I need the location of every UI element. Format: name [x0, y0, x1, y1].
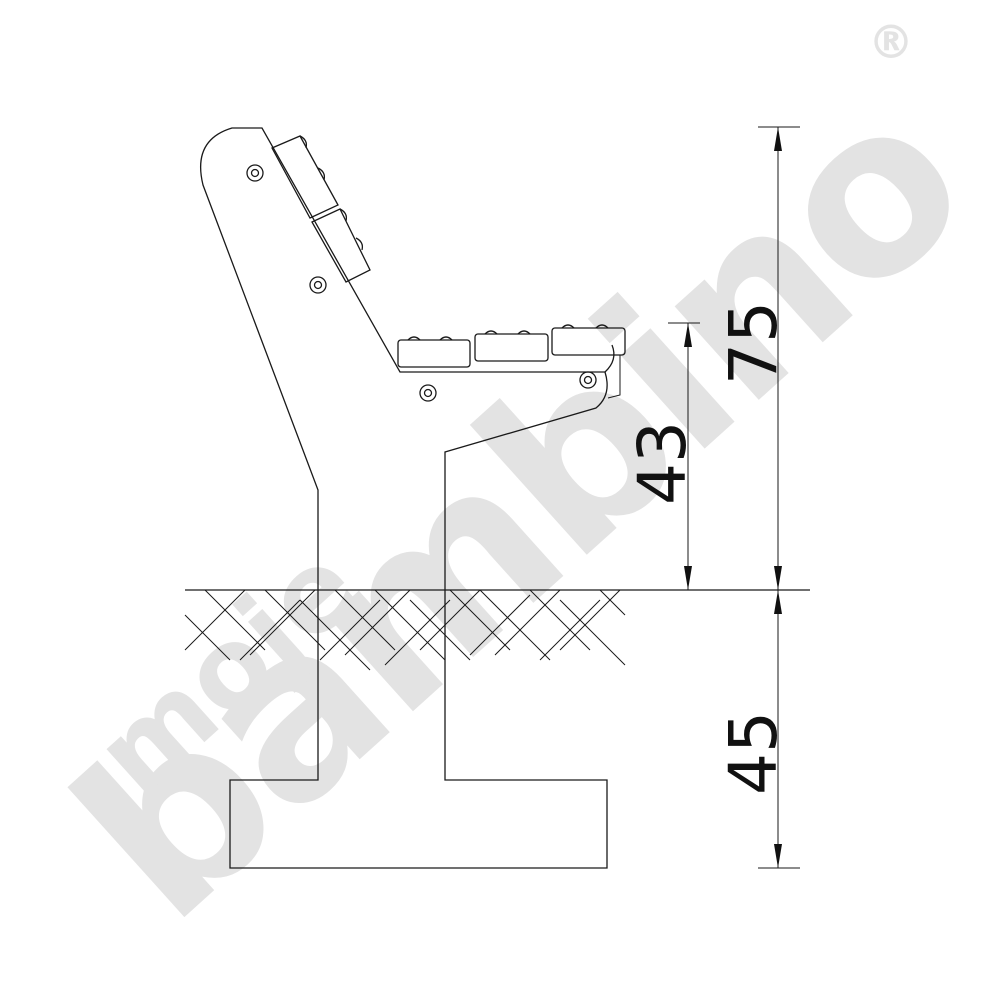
bolts — [246, 164, 597, 402]
back-slats — [271, 135, 371, 283]
registered-mark: ® — [868, 15, 914, 69]
watermark: bambino moje ® — [28, 15, 1000, 971]
dimension-seat-height: 43 — [624, 421, 701, 505]
ground-hatching — [184, 589, 626, 671]
dimension-lines — [668, 126, 800, 869]
bench-leg-outline — [199, 127, 608, 869]
dimension-total-height: 75 — [715, 301, 792, 385]
dimension-arrows — [684, 127, 782, 868]
bench-profile — [199, 127, 626, 869]
seat-slats — [397, 324, 626, 368]
dimension-foundation-depth: 45 — [715, 711, 792, 795]
watermark-brand-large: bambino — [28, 48, 1000, 971]
